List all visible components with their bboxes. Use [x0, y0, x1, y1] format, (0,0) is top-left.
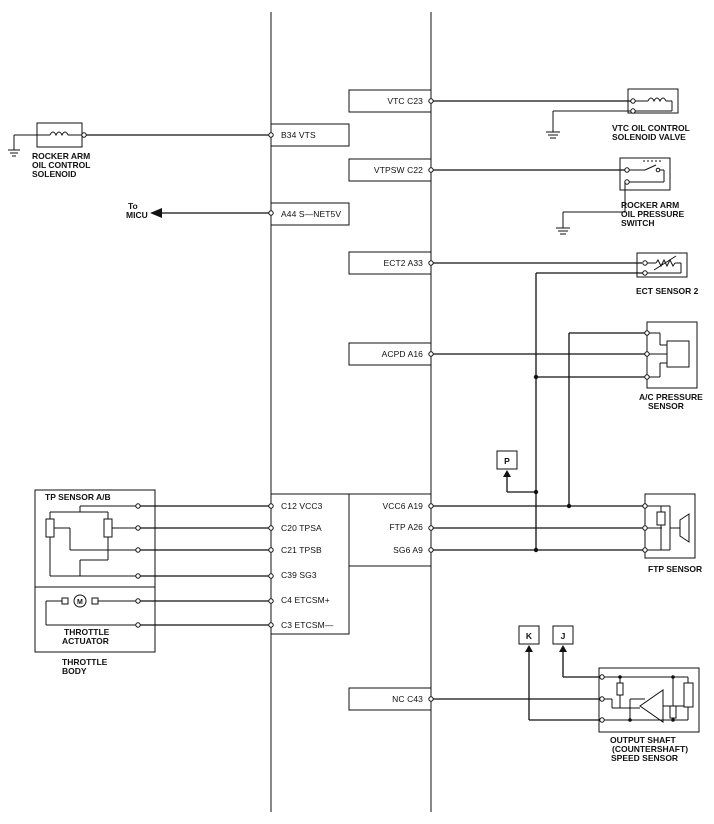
resistor-icon	[656, 511, 666, 526]
svg-text:VTC C23: VTC C23	[387, 96, 423, 106]
svg-text:A44 S—NET5V: A44 S—NET5V	[281, 209, 341, 219]
arrow-up-icon	[559, 645, 567, 652]
pin-group-throttle: C12 VCC3 C20 TPSA C21 TPSB C39 SG3 C4 ET…	[268, 493, 350, 635]
svg-text:SPEED SENSOR: SPEED SENSOR	[611, 753, 678, 763]
arrow-up-icon	[503, 470, 511, 477]
svg-text:SENSOR: SENSOR	[648, 401, 684, 411]
svg-text:ACPD A16: ACPD A16	[382, 349, 424, 359]
motor-icon	[73, 594, 87, 608]
svg-text:ROCKER ARM: ROCKER ARM	[621, 200, 679, 210]
svg-text:VTPSW C22: VTPSW C22	[374, 165, 423, 175]
connector-j: J	[552, 625, 600, 678]
svg-text:C20 TPSA: C20 TPSA	[281, 523, 322, 533]
svg-text:VTC OIL CONTROL: VTC OIL CONTROL	[612, 123, 690, 133]
svg-text:SOLENOID VALVE: SOLENOID VALVE	[612, 132, 686, 142]
svg-text:OIL CONTROL: OIL CONTROL	[32, 160, 90, 170]
pin-ect2: ECT2 A33	[348, 251, 434, 275]
svg-text:THROTTLE: THROTTLE	[62, 657, 108, 667]
throttle-body: TP SENSOR A/B M THROTTLE ACTUATOR	[34, 489, 269, 676]
svg-text:J: J	[561, 631, 566, 641]
svg-text:B34 VTS: B34 VTS	[281, 130, 316, 140]
svg-text:C21 TPSB: C21 TPSB	[281, 545, 322, 555]
svg-text:ROCKER ARM: ROCKER ARM	[32, 151, 90, 161]
svg-text:ECT SENSOR 2: ECT SENSOR 2	[636, 286, 699, 296]
output-shaft-speed-sensor: OUTPUT SHAFT (COUNTERSHAFT) SPEED SENSOR	[433, 667, 700, 763]
switch-icon	[644, 164, 657, 171]
pin-vtc: VTC C23	[348, 89, 434, 113]
svg-text:TP SENSOR A/B: TP SENSOR A/B	[45, 492, 111, 502]
arrow-up-icon	[525, 645, 533, 652]
svg-text:C12 VCC3: C12 VCC3	[281, 501, 323, 511]
svg-text:M: M	[77, 599, 83, 606]
svg-text:FTP SENSOR: FTP SENSOR	[648, 564, 702, 574]
diaphragm-icon	[679, 513, 690, 543]
rocker-arm-pressure-switch: ROCKER ARM OIL PRESSURE SWITCH	[433, 157, 684, 235]
svg-text:ECT2 A33: ECT2 A33	[383, 258, 423, 268]
pin-group-ftp: VCC6 A19 FTP A26 SG6 A9	[348, 493, 434, 567]
potentiometer-icon	[103, 518, 113, 538]
svg-text:(COUNTERSHAFT): (COUNTERSHAFT)	[612, 744, 688, 754]
rocker-arm-solenoid: ROCKER ARM OIL CONTROL SOLENOID	[8, 122, 269, 179]
amplifier-icon	[639, 689, 664, 723]
solenoid-coil-icon	[49, 131, 69, 137]
pin-acpd: ACPD A16	[348, 342, 434, 366]
svg-text:OIL PRESSURE: OIL PRESSURE	[621, 209, 684, 219]
svg-text:SWITCH: SWITCH	[621, 218, 655, 228]
svg-text:C3 ETCSM—: C3 ETCSM—	[281, 620, 334, 630]
svg-text:FTP A26: FTP A26	[389, 522, 423, 532]
ac-pressure-sensor: A/C PRESSURE SENSOR	[433, 321, 703, 411]
vtc-solenoid-valve: VTC OIL CONTROL SOLENOID VALVE	[433, 88, 690, 142]
ect-sensor-2: ECT SENSOR 2	[433, 252, 699, 296]
svg-text:BODY: BODY	[62, 666, 87, 676]
svg-text:C4 ETCSM+: C4 ETCSM+	[281, 595, 330, 605]
svg-text:OUTPUT SHAFT: OUTPUT SHAFT	[610, 735, 676, 745]
pickup-coil-icon	[683, 682, 694, 708]
svg-text:NC C43: NC C43	[392, 694, 423, 704]
ftp-sensor: FTP SENSOR	[433, 493, 702, 574]
pin-vtpsw: VTPSW C22	[348, 158, 434, 182]
resistor-icon	[669, 705, 677, 719]
svg-text:ACTUATOR: ACTUATOR	[62, 636, 109, 646]
svg-text:SG6 A9: SG6 A9	[393, 545, 423, 555]
svg-text:VCC6 A19: VCC6 A19	[383, 501, 424, 511]
pressure-element-icon	[666, 340, 690, 368]
potentiometer-icon	[45, 518, 55, 538]
svg-text:A/C PRESSURE: A/C PRESSURE	[639, 392, 703, 402]
svg-text:SOLENOID: SOLENOID	[32, 169, 76, 179]
connector-k: K	[518, 625, 600, 721]
svg-text:To: To	[128, 201, 138, 211]
arrow-left-icon	[150, 208, 162, 218]
pin-a44: A44 S—NET5V	[268, 202, 350, 226]
connector-p: P	[496, 450, 539, 495]
resistor-icon	[616, 682, 624, 696]
solenoid-coil-icon	[647, 97, 667, 103]
svg-text:C39 SG3: C39 SG3	[281, 570, 317, 580]
to-micu: To MICU	[126, 201, 269, 220]
svg-text:P: P	[504, 456, 510, 466]
pin-nc: NC C43	[348, 687, 434, 711]
pin-b34: B34 VTS	[268, 123, 350, 147]
svg-text:K: K	[526, 631, 533, 641]
svg-text:THROTTLE: THROTTLE	[64, 627, 110, 637]
svg-text:MICU: MICU	[126, 210, 148, 220]
